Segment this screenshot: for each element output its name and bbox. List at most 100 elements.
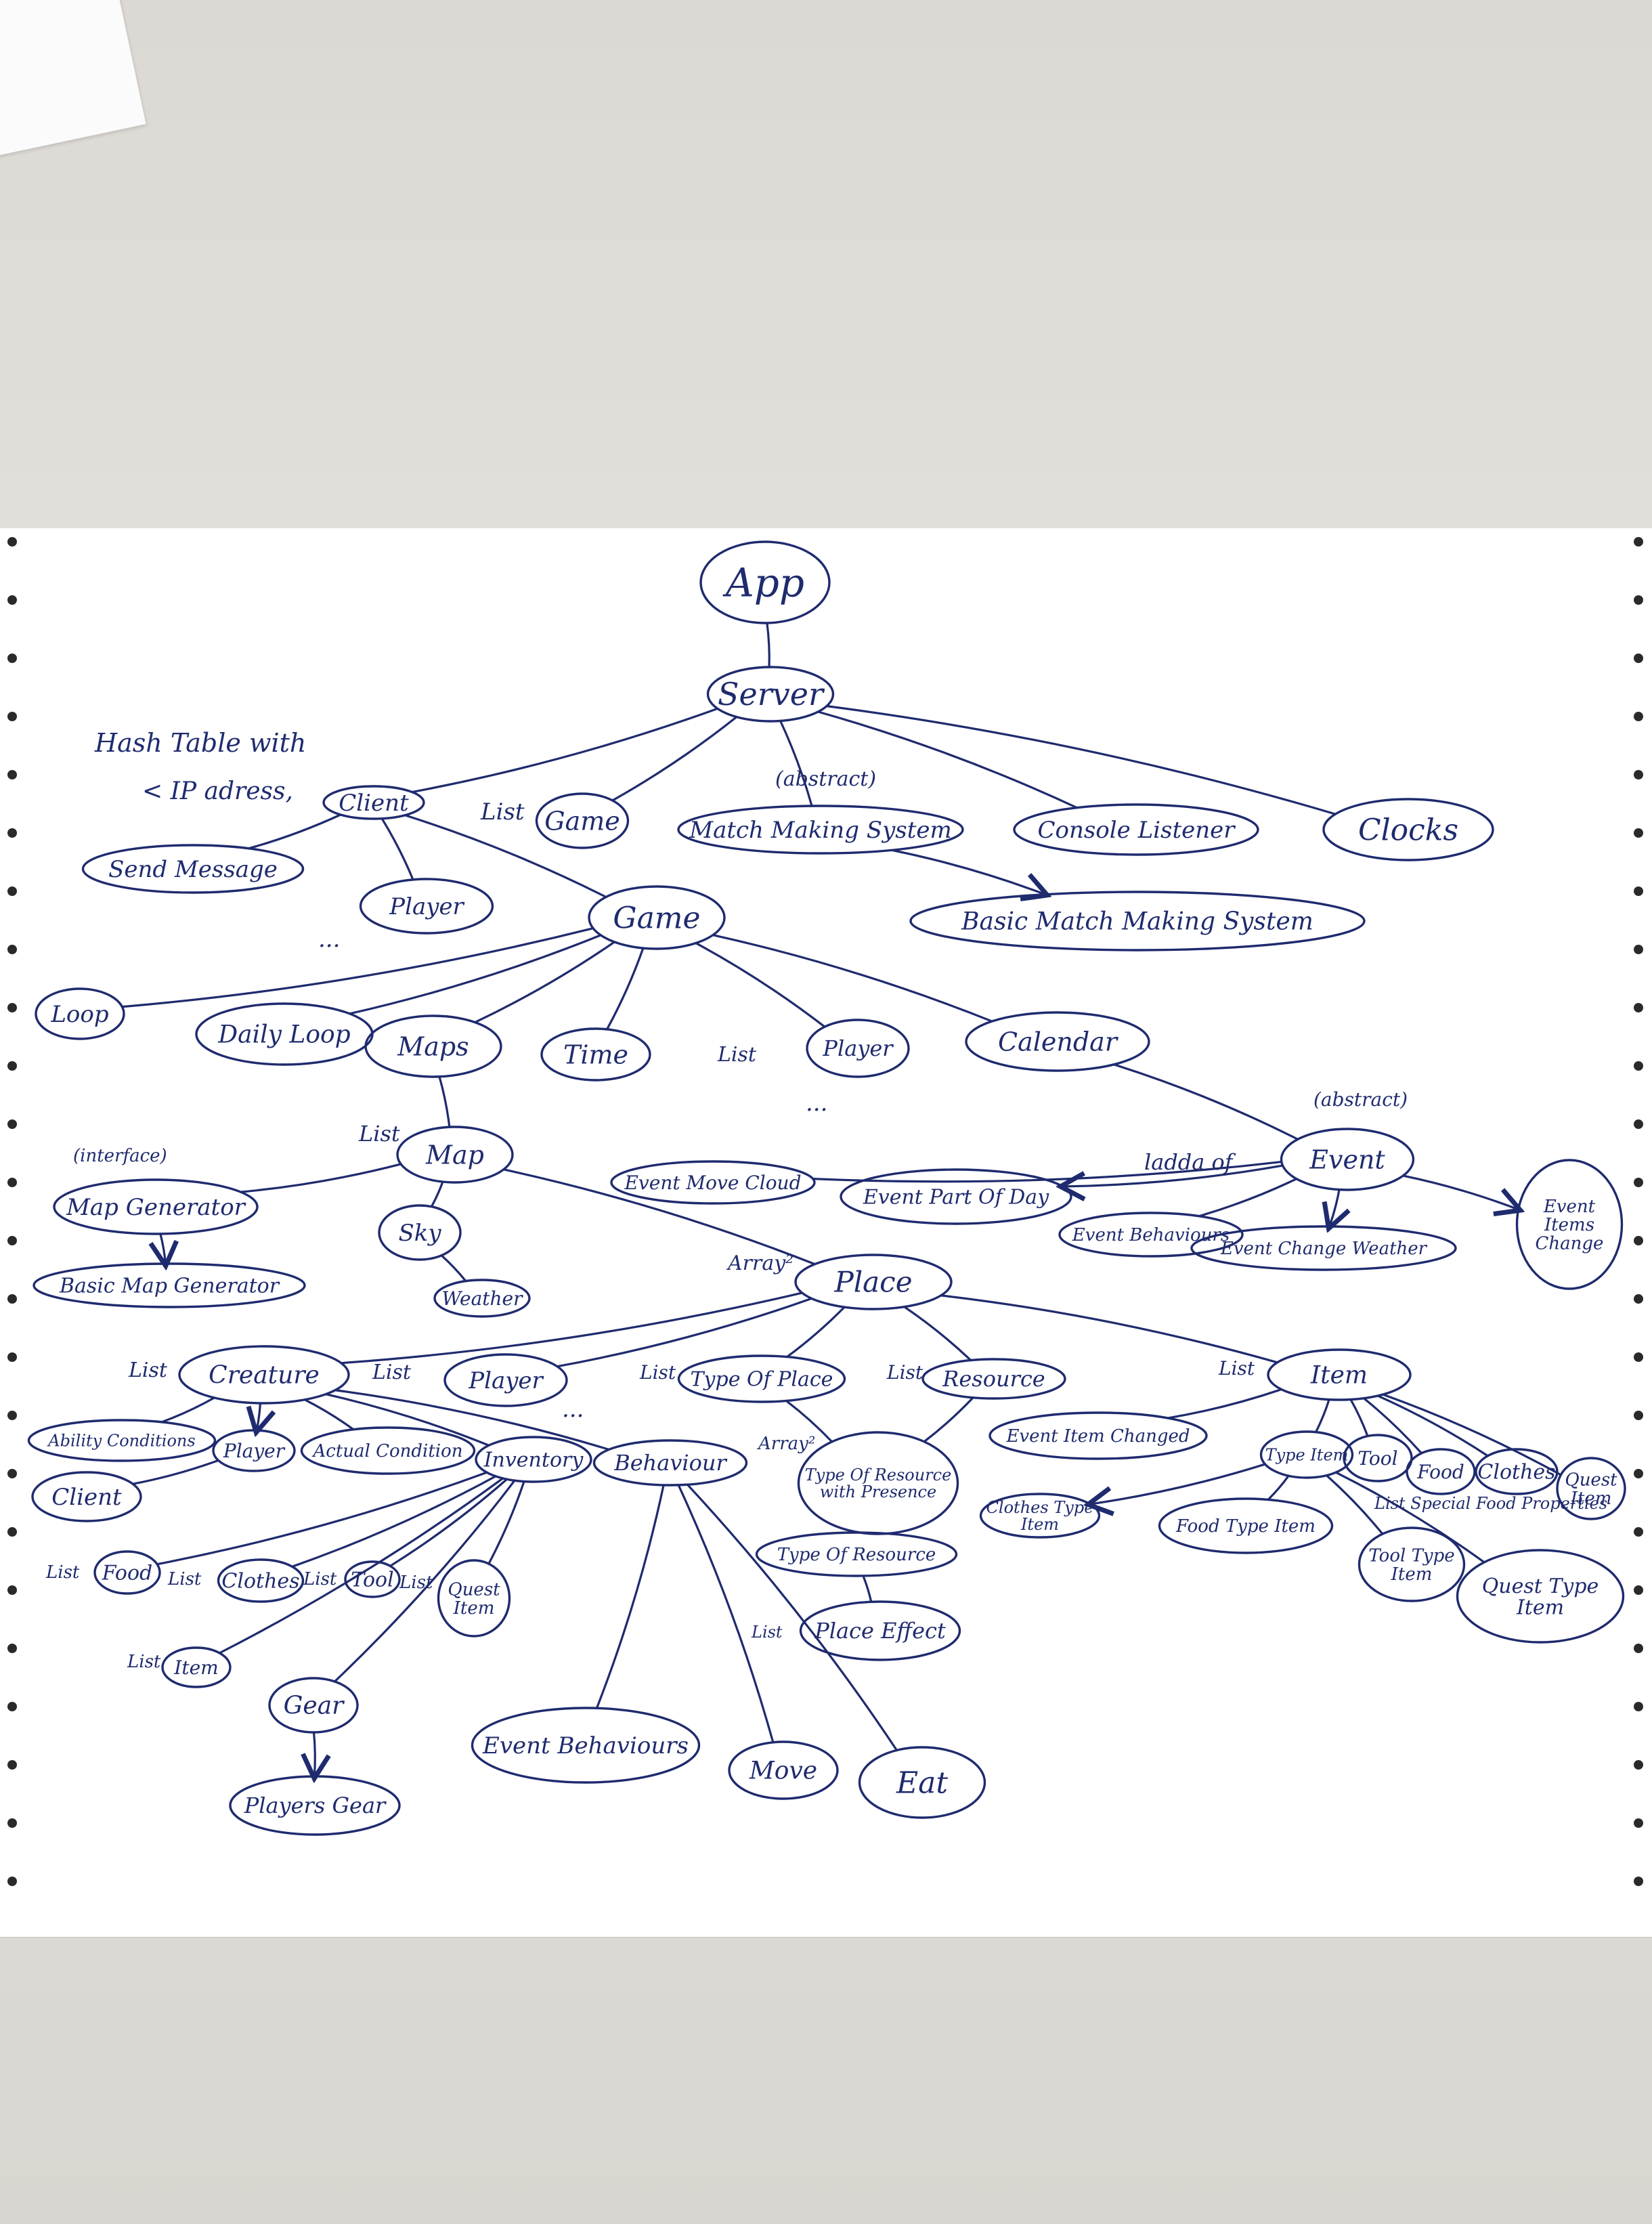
- perforation-hole: [1634, 1119, 1643, 1129]
- annotation-list: List: [717, 1043, 757, 1067]
- annotation-array2: Array²: [757, 1434, 815, 1454]
- node-place_effect: Place Effect: [799, 1600, 961, 1661]
- node-move: Move: [728, 1740, 839, 1800]
- node-sky: Sky: [378, 1204, 462, 1261]
- node-gear-shape: [268, 1677, 359, 1734]
- perforation-hole: [1634, 770, 1643, 779]
- node-clocks: Clocks: [1322, 798, 1494, 861]
- node-basic_mms-label: Basic Match Making System: [961, 908, 1313, 936]
- edge-place-resource: [903, 1306, 972, 1362]
- edge-event-ev_part: [1063, 1164, 1284, 1186]
- node-ability-shape: [27, 1419, 217, 1462]
- node-ev_weather-shape: [1190, 1225, 1457, 1271]
- node-place_effect-shape: [799, 1600, 961, 1661]
- node-calendar: Calendar: [965, 1011, 1150, 1072]
- node-inventory-shape: [475, 1436, 592, 1483]
- annotation-abstract: (abstract): [1313, 1088, 1408, 1111]
- edge-mapgen-basic_mapgen: [160, 1233, 166, 1264]
- node-eat-label: Eat: [896, 1766, 948, 1800]
- node-type_item-shape: [1259, 1430, 1354, 1479]
- node-send_msg: Send Message: [81, 844, 305, 894]
- node-resource: Resource: [921, 1358, 1066, 1400]
- node-client-shape: [322, 785, 425, 820]
- node-calendar-shape: [965, 1011, 1150, 1072]
- annotation-ellipsis: ...: [562, 1396, 584, 1423]
- node-tool_inv-label: Tool: [351, 1568, 393, 1592]
- edge-behaviour-ev_beh2: [595, 1484, 665, 1709]
- annotation-ladder_of: ladda of: [1144, 1149, 1236, 1175]
- perforation-hole: [7, 828, 17, 838]
- node-tool-label: Tool: [1357, 1447, 1397, 1470]
- edge-behaviour-eat: [686, 1483, 898, 1752]
- edge-type_item-quest_type: [1334, 1471, 1485, 1564]
- node-player_c-shape: [359, 878, 494, 935]
- edge-game-calendar: [712, 934, 993, 1023]
- perforation-hole: [7, 1760, 17, 1770]
- node-player_g-label: Player: [822, 1035, 894, 1061]
- node-clocks-label: Clocks: [1358, 813, 1458, 847]
- perforation-hole: [1634, 1585, 1643, 1595]
- node-behaviour-label: Behaviour: [613, 1450, 727, 1476]
- annotation-list: List: [372, 1361, 412, 1384]
- annotation-list: List: [128, 1359, 168, 1382]
- edge-creature-behaviour: [334, 1389, 611, 1451]
- node-creature: Creature: [178, 1345, 350, 1405]
- node-ev_items-shape: [1515, 1159, 1624, 1290]
- edge-place-player_p: [556, 1297, 813, 1368]
- node-daily-label: Daily Loop: [217, 1021, 350, 1049]
- node-resource-label: Resource: [942, 1366, 1045, 1392]
- edge-item-quest_item: [1381, 1393, 1562, 1476]
- edge-map-place: [502, 1168, 817, 1266]
- annotation-ellipsis: ...: [318, 926, 340, 953]
- node-send_msg-shape: [81, 844, 305, 894]
- node-ev_move-label: Event Move Cloud: [624, 1172, 801, 1194]
- perforation-hole: [7, 712, 17, 721]
- node-map-shape: [396, 1126, 514, 1184]
- node-time-label: Time: [563, 1040, 628, 1069]
- node-resource-shape: [921, 1358, 1066, 1400]
- annotation-interface: (interface): [73, 1146, 167, 1166]
- node-loop-shape: [35, 987, 125, 1040]
- perforation-hole: [1634, 1003, 1643, 1012]
- perforation-hole: [7, 1061, 17, 1071]
- node-food-shape: [1406, 1448, 1476, 1495]
- edge-mms-basic_mms: [890, 849, 1045, 894]
- edge-game-loop: [121, 927, 594, 1008]
- node-player_c-label: Player: [389, 893, 464, 920]
- edge-server-client: [411, 707, 719, 794]
- node-maps-label: Maps: [397, 1031, 469, 1061]
- annotation-list: List: [751, 1623, 783, 1642]
- perforation-hole: [1634, 1760, 1643, 1770]
- node-server-label: Server: [718, 676, 825, 712]
- node-move-shape: [728, 1740, 839, 1800]
- node-place-label: Place: [833, 1266, 912, 1299]
- perforation-hole: [7, 1236, 17, 1245]
- edge-server-clocks: [825, 705, 1336, 815]
- node-time-shape: [540, 1027, 651, 1082]
- node-type_item-label: Type Item: [1265, 1445, 1349, 1464]
- annotation-list: List: [1218, 1357, 1255, 1380]
- node-player_c: Player: [359, 878, 494, 935]
- node-client-label: Client: [339, 790, 409, 817]
- node-time: Time: [540, 1027, 651, 1082]
- node-ev_item_change: Event Item Changed: [988, 1411, 1208, 1460]
- node-item-label: Item: [1310, 1362, 1368, 1390]
- annotation-array2: Array²: [726, 1252, 794, 1275]
- annotation-list: List: [45, 1562, 80, 1583]
- node-move-label: Move: [749, 1757, 817, 1785]
- node-item: Item: [1267, 1348, 1412, 1401]
- perforation-hole: [1634, 1527, 1643, 1537]
- perforation-hole: [7, 1527, 17, 1537]
- node-event-label: Event: [1309, 1145, 1385, 1174]
- node-daily: Daily Loop: [195, 1002, 374, 1066]
- perforation-hole: [1634, 1061, 1643, 1071]
- node-client: Client: [322, 785, 425, 820]
- node-actual-shape: [300, 1426, 476, 1475]
- node-type_item: Type Item: [1259, 1430, 1354, 1479]
- edge-map-sky: [430, 1180, 444, 1208]
- node-game: Game: [588, 885, 726, 950]
- edge-client-send_msg: [247, 813, 342, 850]
